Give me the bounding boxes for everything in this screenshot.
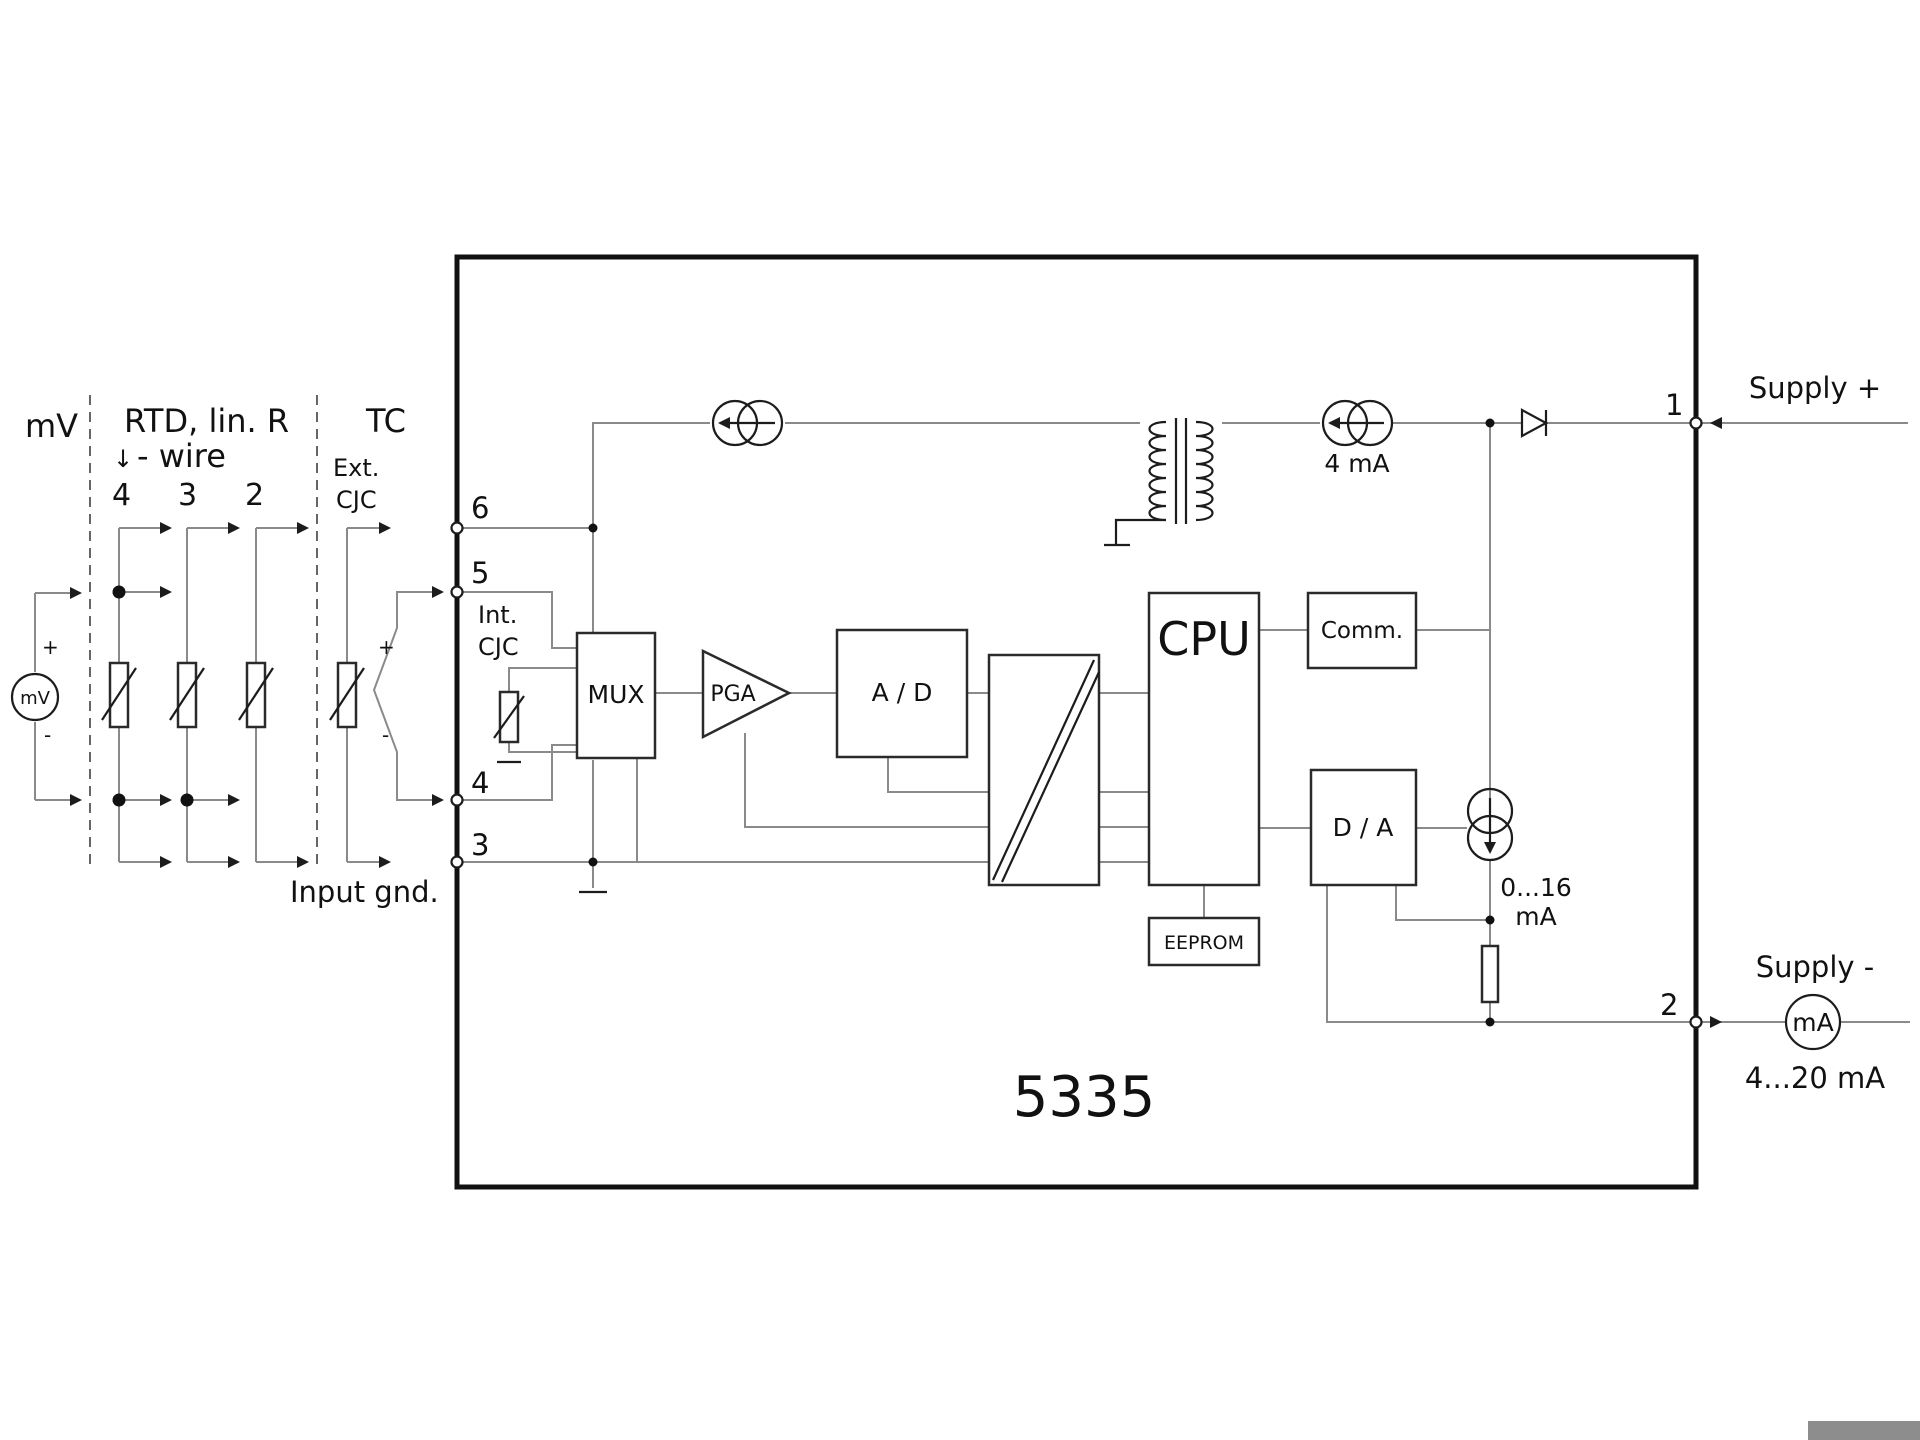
label-terminal-3: 3 (471, 828, 489, 862)
da-label: D / A (1333, 813, 1394, 842)
mux-block: MUX (575, 631, 657, 760)
comm-label: Comm. (1321, 618, 1403, 644)
arrowheads (70, 417, 1722, 1028)
device-label: 5335 (1013, 1065, 1156, 1130)
label-ext-cjc-1: Ext. (333, 454, 379, 482)
input-wiring (34, 527, 440, 863)
label-0-16: 0...16 (1500, 873, 1572, 902)
label-rtd: RTD, lin. R (124, 402, 289, 440)
label-supply-minus: Supply - (1756, 950, 1875, 984)
label-int-cjc-1: Int. (478, 601, 517, 629)
comm-block: Comm. (1306, 591, 1418, 670)
resistor-rtd-2wire (238, 661, 274, 729)
eeprom-block: EEPROM (1147, 916, 1261, 967)
label-terminal-2: 2 (1660, 988, 1678, 1022)
terminal-4 (450, 793, 464, 807)
resistor-rtd-4wire (101, 661, 137, 729)
label-input-gnd: Input gnd. (290, 875, 439, 909)
resistor-ext-cjc (329, 661, 365, 729)
label-tc: TC (365, 402, 406, 440)
label-tc-plus: + (378, 635, 395, 659)
output-meter: mA (1784, 993, 1842, 1051)
cpu-label: CPU (1157, 612, 1251, 666)
label-wire-count-3: 3 (178, 478, 197, 513)
output-resistor (1480, 944, 1500, 1004)
corner-tab (1808, 1421, 1920, 1440)
pga-block: PGA (701, 648, 792, 740)
label-terminal-4: 4 (471, 766, 489, 800)
terminal-2 (1689, 1015, 1703, 1029)
cpu-block: CPU (1147, 591, 1261, 887)
current-source-top-left (711, 399, 784, 447)
mux-label: MUX (588, 680, 645, 709)
label-wire-count-4: 4 (112, 478, 131, 513)
terminal-6 (450, 521, 464, 535)
resistor-int-cjc (493, 690, 525, 744)
label-int-cjc-2: CJC (478, 633, 519, 661)
label-0-16-unit: mA (1515, 902, 1556, 931)
output-meter-label: mA (1792, 1008, 1833, 1037)
transformer (1104, 418, 1214, 547)
isolation-barrier (987, 653, 1101, 887)
terminal-3 (450, 855, 464, 869)
label-ext-cjc-2: CJC (336, 486, 377, 514)
terminal-5 (450, 585, 464, 599)
rtd-resistors (101, 661, 525, 744)
label-terminal-1: 1 (1665, 388, 1683, 422)
labels: mV RTD, lin. R ↓ - wire 4 3 2 TC Ext. CJ… (25, 371, 1885, 1130)
label-wire-count-2: 2 (245, 478, 264, 513)
da-block: D / A (1309, 768, 1418, 887)
label-mv: mV (25, 407, 78, 445)
terminal-1 (1689, 416, 1703, 430)
label-terminal-5: 5 (471, 556, 489, 590)
label-tc-minus: - (382, 723, 389, 747)
label-mv-minus: - (44, 723, 51, 747)
label-terminal-6: 6 (471, 491, 489, 525)
mv-source: mV (10, 672, 60, 722)
current-source-0-16ma (1466, 787, 1514, 862)
label-wire: - wire (137, 437, 226, 475)
device-frame (454, 254, 1699, 1190)
label-4ma: 4 mA (1324, 449, 1389, 478)
ad-block: A / D (835, 628, 969, 759)
label-output-range: 4...20 mA (1745, 1061, 1885, 1095)
ad-label: A / D (872, 678, 933, 707)
internal-wiring (460, 422, 1910, 1023)
terminals (450, 416, 1703, 1029)
eeprom-label: EEPROM (1164, 932, 1244, 954)
pga-label: PGA (710, 682, 755, 707)
resistor-rtd-3wire (169, 661, 205, 729)
label-wire-prefix: ↓ (113, 445, 133, 473)
junction-dots (112, 418, 1495, 1027)
diode (1520, 408, 1549, 438)
label-supply-plus: Supply + (1749, 371, 1881, 405)
mv-source-label: mV (20, 688, 51, 709)
label-mv-plus: + (42, 635, 59, 659)
current-source-4ma (1321, 399, 1394, 447)
